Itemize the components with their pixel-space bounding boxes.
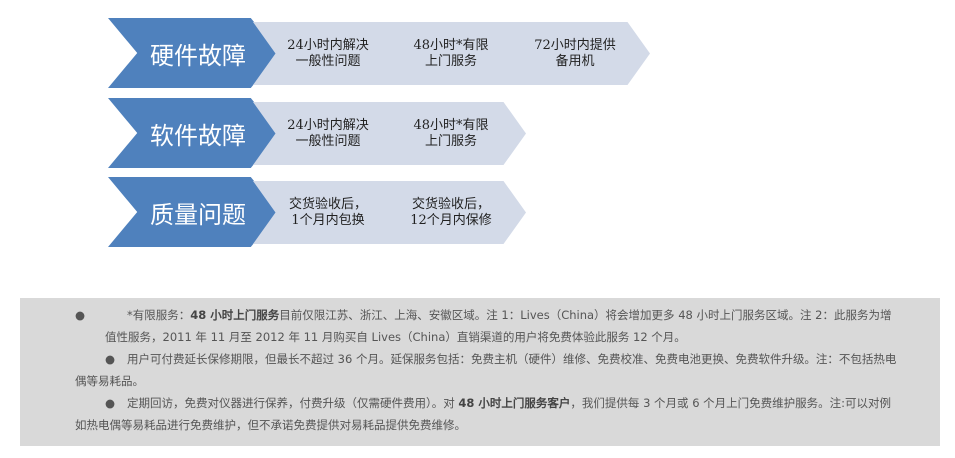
- bullet-icon: ●: [75, 308, 86, 322]
- note-item: ●用户可付费延长保修期限，但最长不超过 36 个月。延保服务包括：免费主机（硬件…: [75, 348, 900, 392]
- step-chevron: 交货验收后，12个月内保修: [376, 181, 526, 244]
- note-bold: 48 小时上门服务: [190, 308, 280, 322]
- note-item: ● 定期回访，免费对仪器进行保养，付费升级（仅需硬件费用）。对 48 小时上门服务…: [75, 392, 900, 436]
- step-chevron: 72小时内提供备用机: [500, 22, 650, 85]
- row-title: 软件故障: [150, 121, 246, 150]
- step-chevron: 24小时内解决一般性问题: [253, 22, 403, 85]
- step-chevron: 交货验收后，1个月内包换: [253, 181, 403, 244]
- bullet-icon: ●: [105, 396, 116, 410]
- step-text: 交货验收后，12个月内保修: [410, 196, 492, 228]
- note-bold: 48 小时上门服务客户: [458, 396, 571, 410]
- step-text: 24小时内解决一般性问题: [287, 117, 369, 149]
- bullet-icon: ●: [105, 352, 116, 366]
- note-item: ● *有限服务：48 小时上门服务目前仅限江苏、浙江、上海、安徽区域。注 1：Li…: [75, 304, 900, 348]
- note-text: 定期回访，免费对仪器进行保养，付费升级（仅需硬件费用）。对: [127, 396, 459, 410]
- big-chevron-quality: 质量问题: [108, 177, 280, 247]
- note-text: 用户可付费延长保修期限，但最长不超过 36 个月。延保服务包括：免费主机（硬件）…: [75, 352, 897, 388]
- step-text: 48小时*有限上门服务: [413, 117, 489, 149]
- note-text: ，我们提供每 3 个月或 6 个月上门免费维护服务。注:可以对例如热电偶等易耗品…: [75, 396, 892, 432]
- step-text: 24小时内解决一般性问题: [287, 37, 369, 69]
- step-chevron: 48小时*有限上门服务: [376, 102, 526, 165]
- notes-panel: ● *有限服务：48 小时上门服务目前仅限江苏、浙江、上海、安徽区域。注 1：Li…: [20, 298, 940, 446]
- note-text: 目前仅限江苏、浙江、上海、安徽区域。注 1：Lives（China）将会增加更多…: [105, 308, 892, 344]
- row-title: 质量问题: [150, 200, 246, 229]
- step-chevron: 24小时内解决一般性问题: [253, 102, 403, 165]
- step-chevron: 48小时*有限上门服务: [376, 22, 526, 85]
- note-text: *有限服务：: [127, 308, 191, 322]
- row-title: 硬件故障: [150, 41, 246, 70]
- step-text: 72小时内提供备用机: [534, 37, 616, 69]
- big-chevron-software: 软件故障: [108, 98, 280, 168]
- step-text: 48小时*有限上门服务: [413, 37, 489, 69]
- step-text: 交货验收后，1个月内包换: [288, 196, 367, 228]
- big-chevron-hardware: 硬件故障: [108, 18, 280, 88]
